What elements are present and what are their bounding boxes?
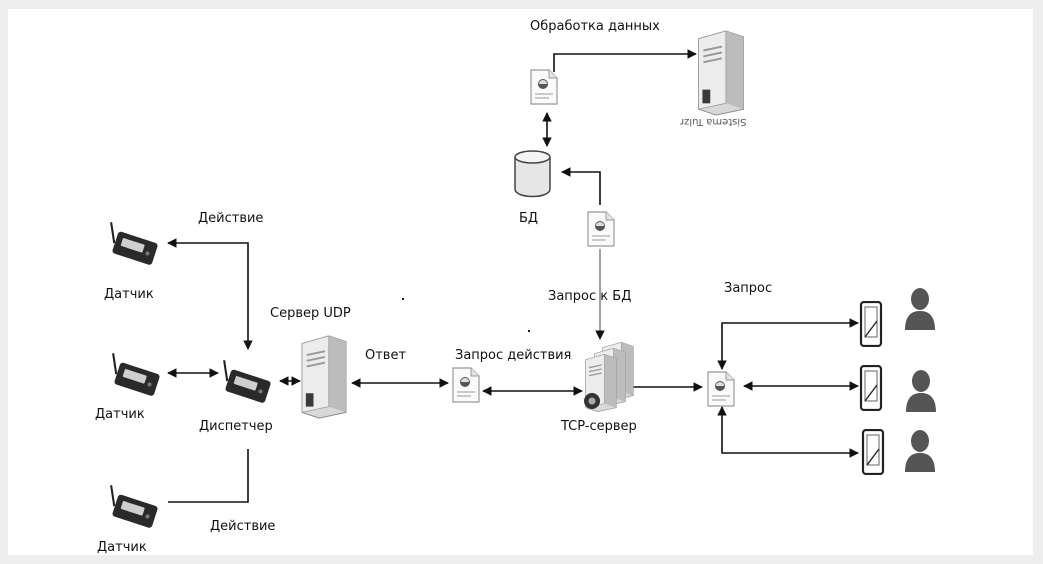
sensor-device-icon <box>110 484 160 530</box>
link-action-bottom <box>168 449 249 503</box>
label-sensor-1: Датчик <box>104 287 154 302</box>
user-person-icon <box>905 288 935 330</box>
label-processing: Обработка данных <box>530 19 660 34</box>
diagram-graphics <box>110 29 936 530</box>
label-dispatcher: Диспетчер <box>199 419 273 434</box>
user-person-icon <box>906 370 936 412</box>
diagram-canvas: Обработка данных Sistema Tulzr БД Запрос… <box>8 9 1033 555</box>
document-icon <box>707 371 735 407</box>
label-action-request: Запрос действия <box>455 348 572 363</box>
user-person-icon <box>905 430 935 472</box>
link-client-1 <box>717 318 859 370</box>
sensor-device-icon <box>223 359 273 405</box>
label-sensor-2: Датчик <box>95 407 145 422</box>
server-cluster-icon <box>584 341 635 413</box>
link-action-top <box>167 238 253 350</box>
server-tower-icon <box>697 29 745 117</box>
smartphone-icon <box>859 301 883 347</box>
label-db: БД <box>519 211 539 226</box>
sensor-device-icon <box>112 352 162 398</box>
link-client-3 <box>717 406 859 458</box>
label-db-request: Запрос к БД <box>548 289 632 304</box>
stray-dot <box>402 298 404 300</box>
label-system-caption: Sistema Tulzr <box>680 116 747 127</box>
label-sensor-3: Датчик <box>97 540 147 555</box>
stray-dot <box>528 330 530 332</box>
label-tcp-server: TCP-сервер <box>561 419 637 434</box>
server-tower-icon <box>301 334 347 420</box>
label-action-top: Действие <box>198 211 264 226</box>
link-processing <box>553 49 697 72</box>
document-icon <box>452 367 480 403</box>
database-cylinder-icon <box>514 150 551 198</box>
smartphone-icon <box>861 429 885 475</box>
label-request: Запрос <box>724 281 773 296</box>
smartphone-icon <box>859 365 883 411</box>
label-response: Ответ <box>365 348 407 363</box>
document-icon <box>530 69 558 105</box>
label-udp-server: Сервер UDP <box>270 306 351 321</box>
link-db-request <box>561 167 601 205</box>
label-action-bottom: Действие <box>210 519 276 534</box>
sensor-device-icon <box>110 221 160 267</box>
document-icon <box>587 211 615 247</box>
